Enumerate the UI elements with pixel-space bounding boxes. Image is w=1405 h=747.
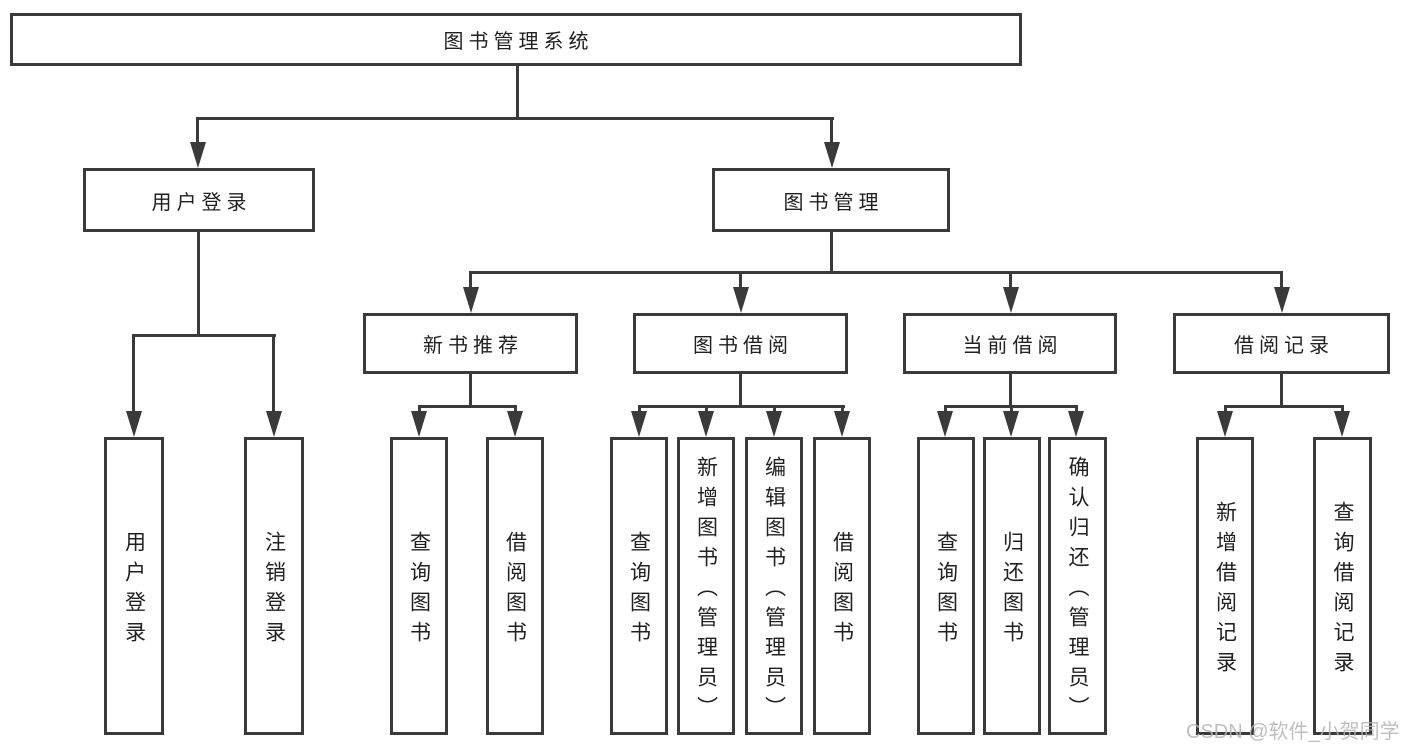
node-br-query-record: 查询借阅记录 (1313, 437, 1372, 735)
connector-cb-stem (1009, 374, 1012, 407)
arrow-down-icon (733, 287, 749, 313)
node-new-book-recommend: 新书推荐 (363, 313, 578, 374)
node-book-management: 图书管理 (712, 168, 950, 232)
connector-root-stem (516, 66, 519, 118)
connector-line (469, 271, 472, 291)
connector-bb-hline (638, 405, 845, 408)
connector-br-hline (1224, 405, 1344, 408)
arrow-down-icon (1274, 287, 1290, 313)
node-current-borrow: 当前借阅 (903, 313, 1117, 374)
arrow-down-icon (190, 142, 206, 168)
connector-line (739, 271, 742, 291)
node-user-login: 用户登录 (83, 168, 315, 232)
connector-book-mgmt-stem (830, 232, 833, 272)
arrow-down-icon (824, 142, 840, 168)
connector-nbr-hline (418, 405, 517, 408)
arrow-down-icon (698, 411, 714, 437)
connector-line (196, 117, 199, 147)
connector-user-login-hline (132, 334, 276, 337)
connector-user-login-stem (197, 232, 200, 336)
node-logout: 注销登录 (244, 437, 304, 735)
connector-line (1280, 271, 1283, 291)
node-nbr-query-book: 查询图书 (390, 437, 448, 735)
arrow-down-icon (834, 411, 850, 437)
arrow-down-icon (1068, 411, 1084, 437)
connector-level3-hline (469, 271, 1283, 274)
node-br-add-record: 新增借阅记录 (1196, 437, 1254, 735)
connector-br-stem (1280, 374, 1283, 407)
arrow-down-icon (766, 411, 782, 437)
connector-bb-stem (739, 374, 742, 407)
arrow-down-icon (1217, 411, 1233, 437)
arrow-down-icon (1003, 411, 1019, 437)
node-cb-confirm-return-admin: 确认归还（管理员） (1048, 437, 1107, 735)
node-bb-add-book-admin: 新增图书（管理员） (677, 437, 735, 735)
arrow-down-icon (411, 411, 427, 437)
arrow-down-icon (1334, 411, 1350, 437)
node-user-login-leaf: 用户登录 (104, 437, 164, 735)
connector-line (272, 334, 275, 414)
node-bb-borrow-book: 借阅图书 (813, 437, 871, 735)
arrow-down-icon (463, 287, 479, 313)
arrow-down-icon (1003, 287, 1019, 313)
connector-level1-hline (196, 117, 834, 120)
node-bb-edit-book-admin: 编辑图书（管理员） (745, 437, 803, 735)
node-bb-query-book: 查询图书 (610, 437, 668, 735)
connector-line (132, 334, 135, 414)
node-nbr-borrow-book: 借阅图书 (486, 437, 544, 735)
connector-line (1009, 271, 1012, 291)
connector-line (830, 117, 833, 147)
node-cb-return-book: 归还图书 (983, 437, 1041, 735)
arrow-down-icon (266, 411, 282, 437)
node-borrow-records: 借阅记录 (1173, 313, 1390, 374)
arrow-down-icon (937, 411, 953, 437)
arrow-down-icon (631, 411, 647, 437)
csdn-watermark: CSDN @软件_小贺同学 (1186, 721, 1400, 743)
node-book-borrow: 图书借阅 (633, 313, 848, 374)
arrow-down-icon (126, 411, 142, 437)
arrow-down-icon (507, 411, 523, 437)
node-root: 图书管理系统 (10, 13, 1022, 66)
node-cb-query-book: 查询图书 (917, 437, 975, 735)
connector-nbr-stem (469, 374, 472, 407)
